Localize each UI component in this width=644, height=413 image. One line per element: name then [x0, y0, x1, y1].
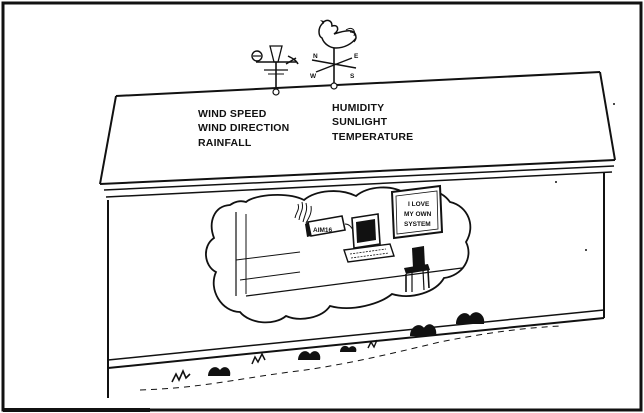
label-temperature: TEMPERATURE: [332, 131, 413, 143]
speck: [585, 249, 587, 251]
label-humidity: HUMIDITY: [332, 102, 384, 114]
sign-line-2: MY OWN: [404, 211, 432, 218]
compass-letter-s: S: [350, 73, 355, 80]
compass-letter-w: W: [310, 73, 317, 80]
label-sunlight: SUNLIGHT: [332, 116, 388, 128]
label-rainfall: RAINFALL: [198, 137, 252, 149]
speck: [613, 103, 615, 105]
interface-box-label: AIM16: [313, 227, 333, 234]
weathervane: N S W E: [310, 20, 359, 89]
speck: [555, 181, 557, 183]
shrubs: [172, 312, 484, 382]
label-wind-speed: WIND SPEED: [198, 108, 267, 120]
compass-letter-e: E: [354, 53, 359, 60]
sign-line-3: SYSTEM: [404, 221, 431, 228]
label-wind-direction: WIND DIRECTION: [198, 122, 289, 134]
sign-line-1: I LOVE: [408, 201, 430, 208]
wall-sign: I LOVE MY OWN SYSTEM: [392, 186, 442, 238]
compass-letter-n: N: [313, 53, 318, 60]
